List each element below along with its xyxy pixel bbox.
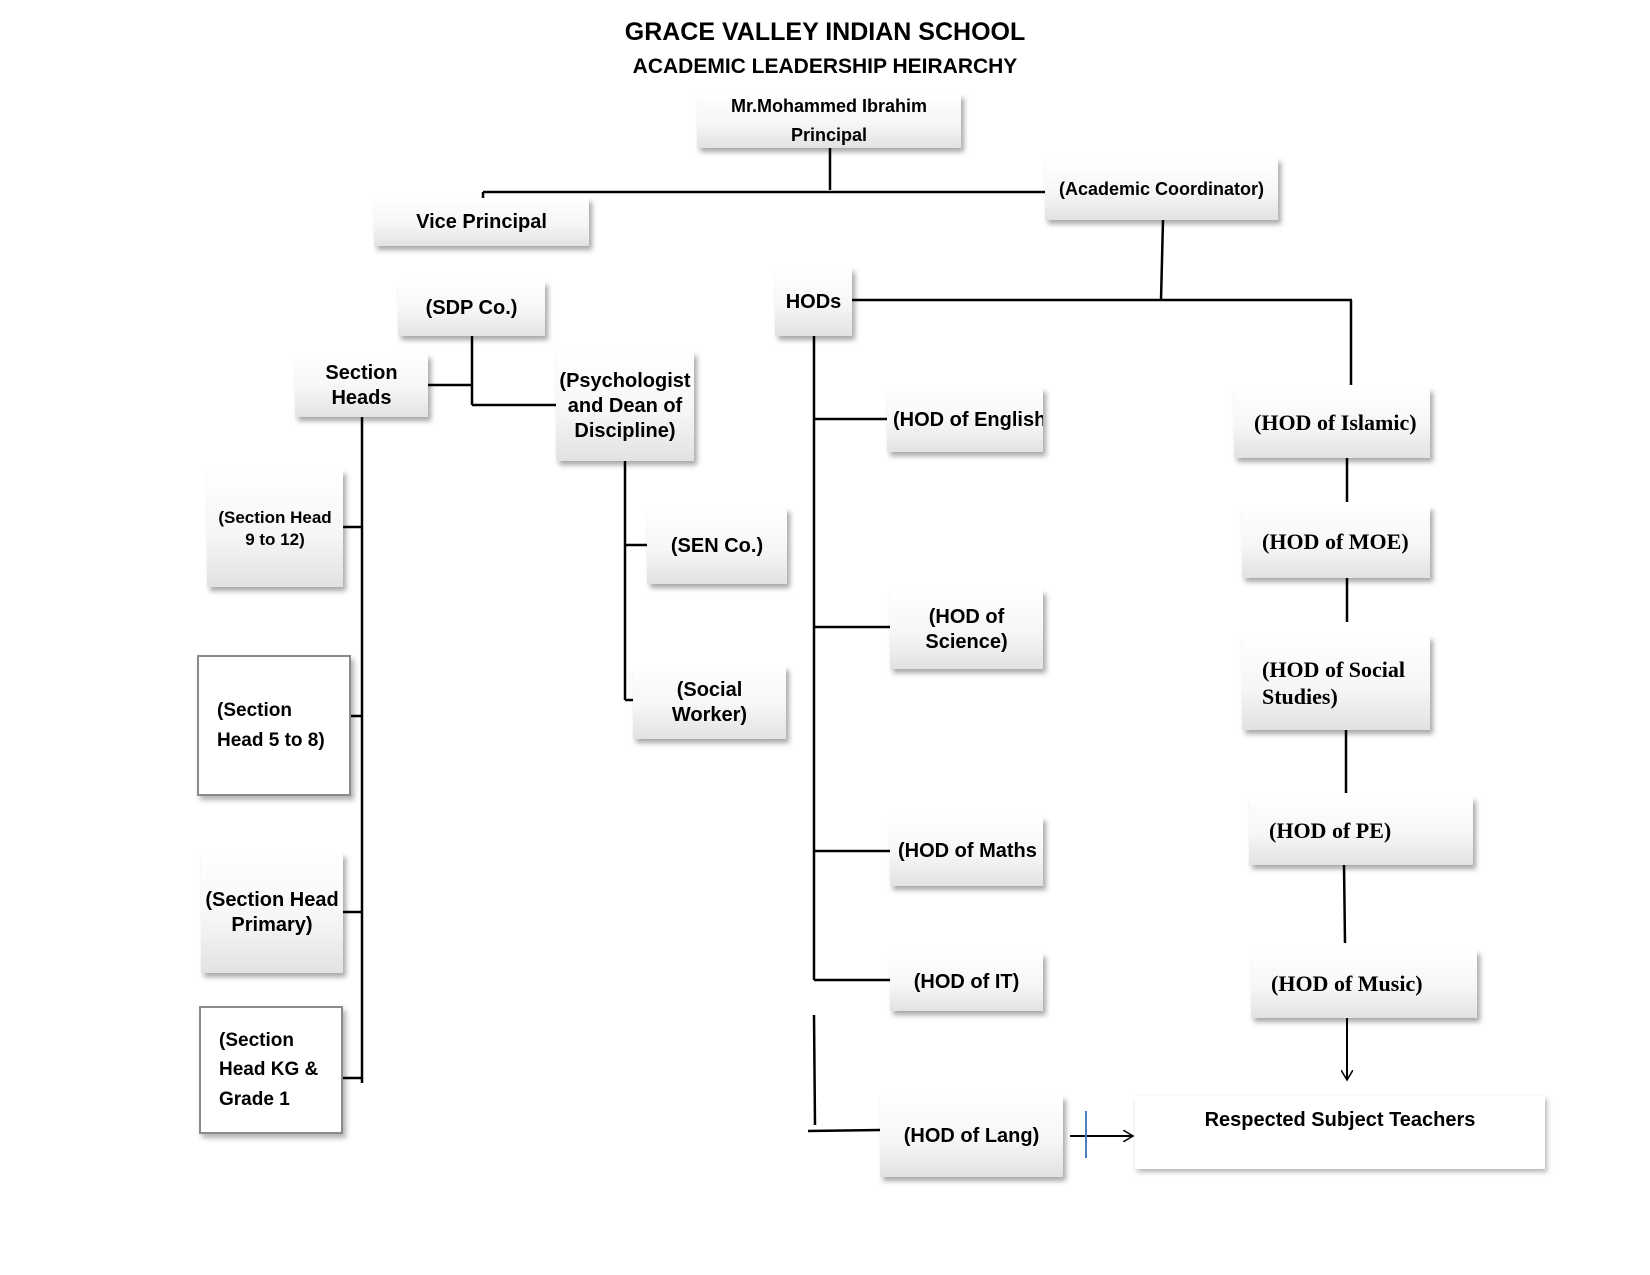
hod-it-box: (HOD of IT) <box>890 953 1043 1011</box>
section-head-primary-box: (Section Head Primary) <box>201 853 343 973</box>
sen-co-box: (SEN Co.) <box>647 508 787 584</box>
academic-coordinator-box: (Academic Coordinator) <box>1045 158 1278 220</box>
social-worker-box: (Social Worker) <box>633 666 786 739</box>
principal-box: Mr.Mohammed Ibrahim Principal <box>697 94 961 148</box>
hod-social-studies-box: (HOD of Social Studies) <box>1242 636 1430 730</box>
section-head-kg-box: (Section Head KG & Grade 1 <box>199 1006 343 1134</box>
sdp-co-box: (SDP Co.) <box>398 281 545 336</box>
principal-name: Mr.Mohammed Ibrahim <box>730 96 928 117</box>
subject-teachers-box: Respected Subject Teachers <box>1135 1096 1545 1169</box>
hod-music-box: (HOD of Music) <box>1251 950 1477 1018</box>
hod-lang-box: (HOD of Lang) <box>880 1096 1063 1177</box>
vice-principal-box: Vice Principal <box>374 198 589 246</box>
section-head-5-8-box: (Section Head 5 to 8) <box>197 655 351 796</box>
section-heads-box: Section Heads <box>295 354 428 417</box>
school-title: GRACE VALLEY INDIAN SCHOOL <box>624 18 1026 46</box>
hod-english-box: (HOD of English <box>887 388 1043 452</box>
hod-maths-box: (HOD of Maths <box>890 817 1043 886</box>
chart-subtitle: ACADEMIC LEADERSHIP HEIRARCHY <box>632 55 1018 78</box>
hods-box: HODs <box>775 268 852 336</box>
section-head-9-12-box: (Section Head 9 to 12) <box>207 470 343 587</box>
principal-role: Principal <box>790 125 868 145</box>
psychologist-dean-box: (Psychologist and Dean of Discipline) <box>556 352 694 461</box>
hod-islamic-box: (HOD of Islamic) <box>1234 388 1430 458</box>
hod-moe-box: (HOD of MOE) <box>1242 506 1430 578</box>
hod-science-box: (HOD of Science) <box>890 590 1043 669</box>
hod-pe-box: (HOD of PE) <box>1249 797 1473 865</box>
